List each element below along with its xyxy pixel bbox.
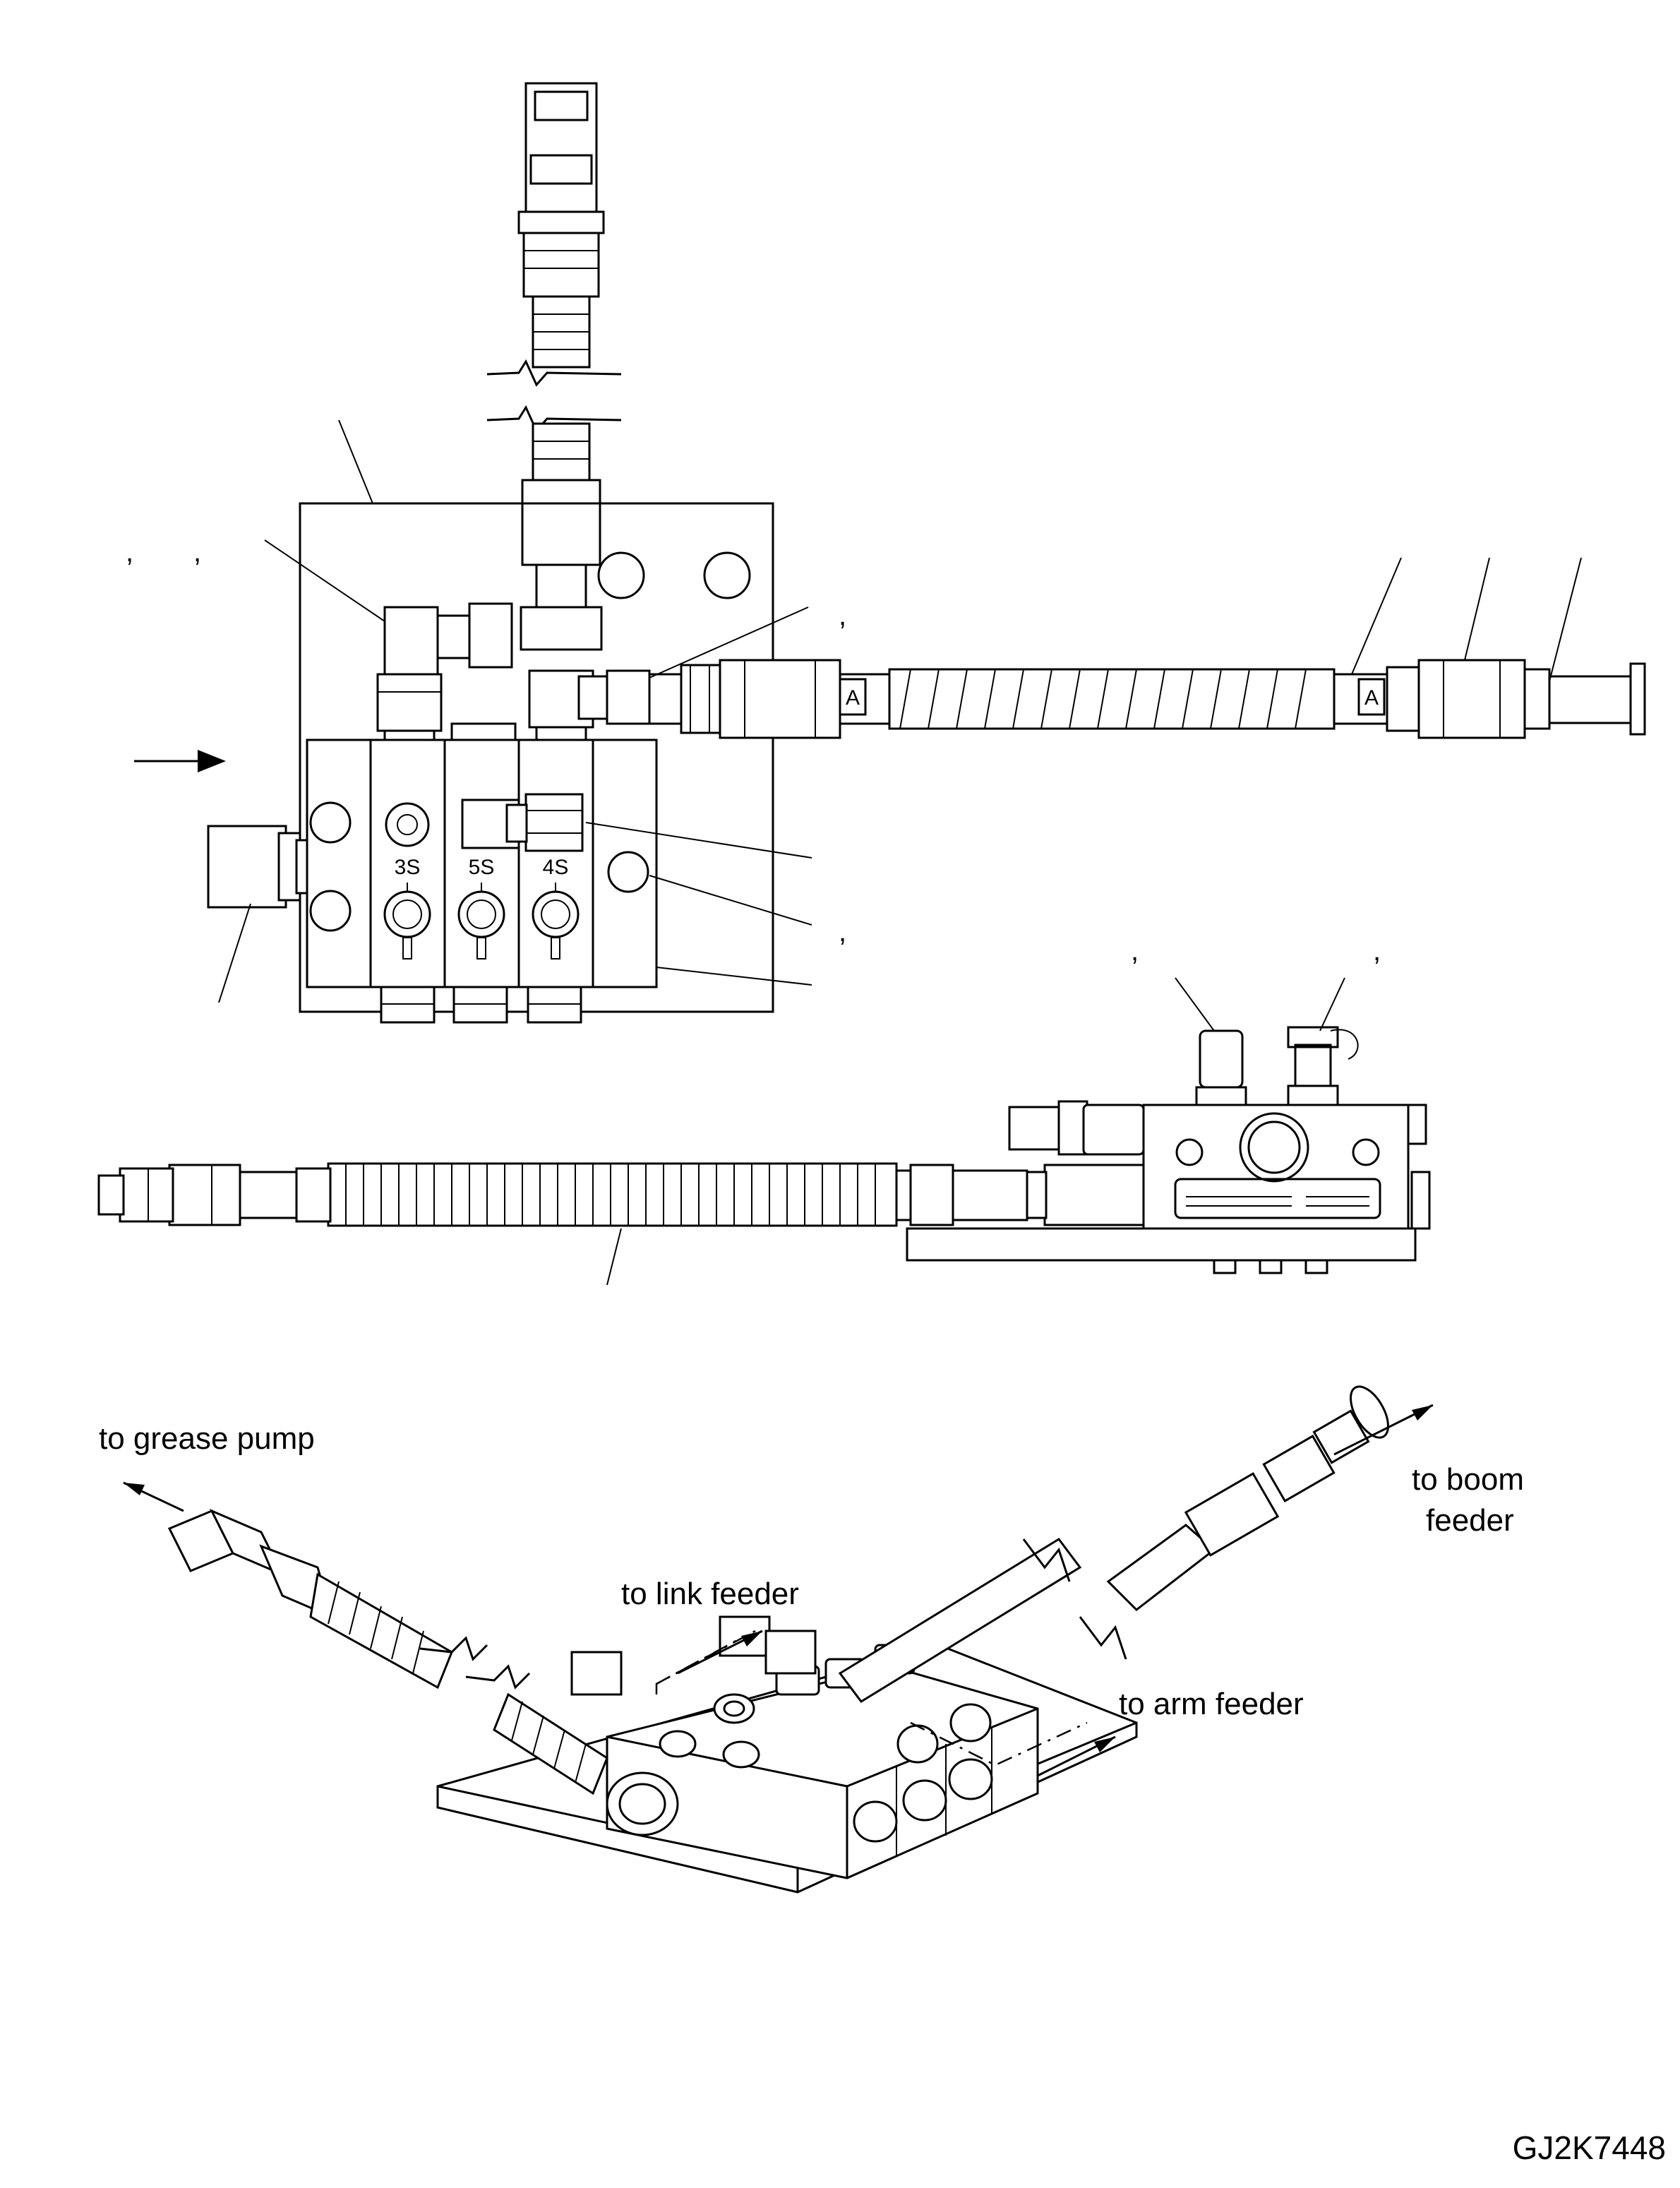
callout-comma-5: , [1131, 935, 1139, 967]
routing-lines [123, 1404, 1434, 1777]
isometric-view-assembly [436, 1615, 1138, 1894]
callout-comma-1: , [126, 537, 133, 568]
label-to-boom-feeder-1: to boom [1412, 1462, 1524, 1497]
top-grease-connector [517, 82, 605, 369]
metering-indicator-3s [383, 883, 431, 960]
label-to-link-feeder: to link feeder [621, 1577, 799, 1611]
view-direction-arrow [134, 750, 226, 772]
callout-comma-2: , [193, 537, 201, 568]
callout-comma-6: , [1373, 935, 1381, 967]
label-to-boom-feeder-2: feeder [1426, 1503, 1514, 1538]
divider-valve-block-top-view [306, 739, 658, 1024]
valve-label-3s: 3S [395, 856, 421, 879]
label-to-arm-feeder: to arm feeder [1119, 1687, 1304, 1721]
left-elbow-fitting [376, 602, 513, 746]
inlet-fitting-left [207, 825, 308, 909]
vertical-feed-hose [520, 422, 603, 651]
iso-hose-to-grease-pump [167, 1509, 608, 1795]
iso-hose-to-boom-feeder [838, 1385, 1389, 1703]
callout-comma-4: , [839, 916, 846, 947]
metering-indicator-5s [457, 883, 505, 960]
hose-marker-a-right: A [1364, 686, 1379, 710]
callout-comma-3: , [839, 600, 846, 631]
plate-hole-right [703, 551, 751, 599]
side-view-assembly [97, 977, 1431, 1286]
leader-lines-top-view [218, 419, 1582, 1003]
hose-marker-a-right-box [1357, 678, 1386, 716]
valve-label-5s: 5S [469, 856, 495, 879]
drawing-id: GJ2K7448 [1513, 2129, 1666, 2166]
top-hose-break [486, 359, 622, 433]
metering-indicator-4s [532, 883, 580, 960]
hose-marker-a-left: A [846, 686, 860, 710]
hose-marker-a-left-box [839, 678, 867, 716]
plate-hole-left [597, 551, 645, 599]
right-outlet-hose [648, 659, 1646, 739]
center-elbow-fitting [528, 669, 651, 746]
valve-label-4s: 4S [543, 856, 569, 879]
label-to-grease-pump: to grease pump [99, 1421, 315, 1456]
